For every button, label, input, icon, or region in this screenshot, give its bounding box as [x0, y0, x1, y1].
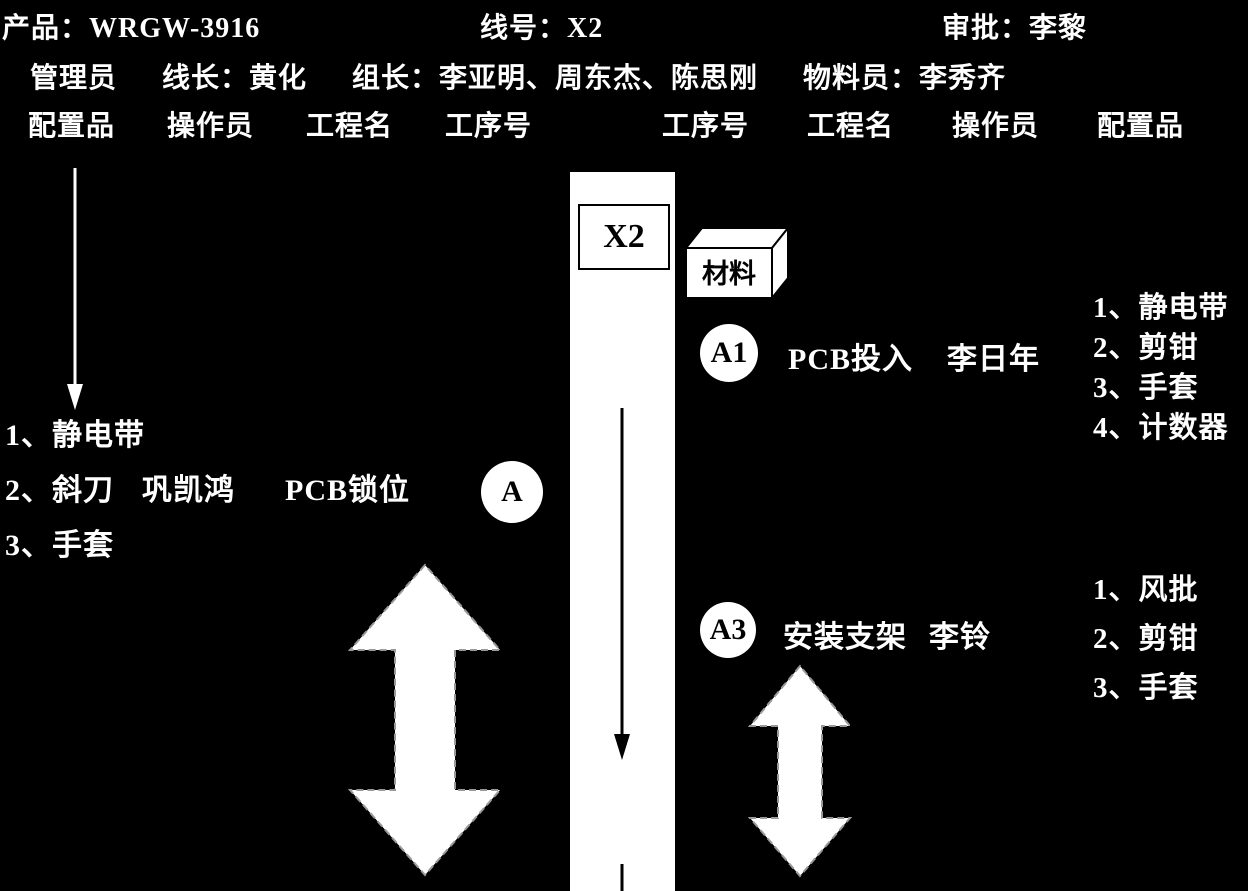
station-a3-id: A3 [709, 613, 747, 646]
station-a3-operator: 李铃 [929, 621, 991, 654]
col-process-name-left: 工程名 [306, 111, 394, 142]
tool-item: 3、手套 [1093, 672, 1199, 704]
material-box: 材料 [684, 225, 791, 301]
col-process-no-left: 工序号 [445, 111, 533, 142]
feed-down-arrow [67, 168, 83, 410]
station-a3-circle: A3 [700, 602, 756, 658]
station-a-operator: 巩凯鸿 [142, 474, 235, 507]
line-number-label: 线号：X2 [480, 13, 604, 44]
staff-row: 管理员 线长：黄化 组长：李亚明、周东杰、陈思刚 物料员：李秀齐 [30, 56, 1006, 96]
station-a-id: A [501, 475, 523, 508]
material-box-front [685, 247, 773, 299]
station-a-circle: A [481, 461, 543, 523]
tool-item: 4、计数器 [1093, 412, 1229, 444]
conveyor-column [570, 172, 675, 891]
col-operator-left: 操作员 [167, 111, 255, 142]
station-a-tool-list: 1、静电带 2、斜刀巩凯鸿 PCB锁位 3、手套 [5, 408, 410, 573]
tool-item: 3、手套 [5, 529, 114, 562]
col-operator-right: 操作员 [952, 111, 1040, 142]
manager-label: 管理员 [30, 63, 118, 94]
col-equipment-left: 配置品 [28, 111, 116, 142]
product-label: 产品：WRGW-3916 [2, 13, 261, 44]
tool-item: 1、静电带 [5, 419, 145, 452]
tool-item: 3、手套 [1093, 372, 1199, 404]
col-process-name-right: 工程名 [807, 111, 895, 142]
line-leader-label: 线长：黄化 [162, 63, 308, 94]
material-label: 材料 [702, 259, 756, 289]
tool-item: 1、静电带 [1093, 292, 1229, 324]
group-leader-label: 组长：李亚明、周东杰、陈思刚 [352, 63, 759, 94]
station-a1-tool-list: 1、静电带 2、剪钳 3、手套 4、计数器 [1093, 288, 1229, 448]
station-a3-text: 安装支架李铃 [783, 612, 991, 656]
double-arrow-left [347, 563, 503, 877]
line-id-label: X2 [603, 218, 645, 255]
station-a1-operator: 李日年 [947, 343, 1040, 376]
material-box-top [684, 227, 791, 249]
station-a1-text: PCB投入 李日年 [788, 334, 1040, 378]
column-headers-right: 工序号 工程名 操作员 配置品 [662, 104, 1184, 144]
station-a1-id: A1 [710, 336, 748, 369]
tool-item: 1、风批 [1093, 574, 1199, 606]
line-id-box: X2 [578, 204, 670, 270]
material-clerk-label: 物料员：李秀齐 [803, 63, 1007, 94]
tool-item: 2、斜刀 [5, 474, 114, 507]
station-a1-process: PCB投入 [788, 343, 913, 376]
tool-item: 2、剪钳 [1093, 623, 1199, 655]
station-a1-circle: A1 [700, 324, 758, 382]
station-a3-process: 安装支架 [783, 621, 907, 654]
column-headers-left: 配置品 操作员 工程名 工序号 [28, 104, 532, 144]
station-a-process: PCB锁位 [285, 474, 410, 507]
col-equipment-right: 配置品 [1097, 111, 1185, 142]
tool-item: 2、剪钳 [1093, 332, 1199, 364]
tool-item-row: 2、斜刀巩凯鸿 PCB锁位 [5, 463, 410, 518]
col-process-no-right: 工序号 [662, 111, 750, 142]
double-arrow-right [747, 664, 853, 878]
approval-label: 审批：李黎 [942, 13, 1088, 44]
station-a3-tool-list: 1、风批 2、剪钳 3、手套 [1093, 566, 1199, 713]
